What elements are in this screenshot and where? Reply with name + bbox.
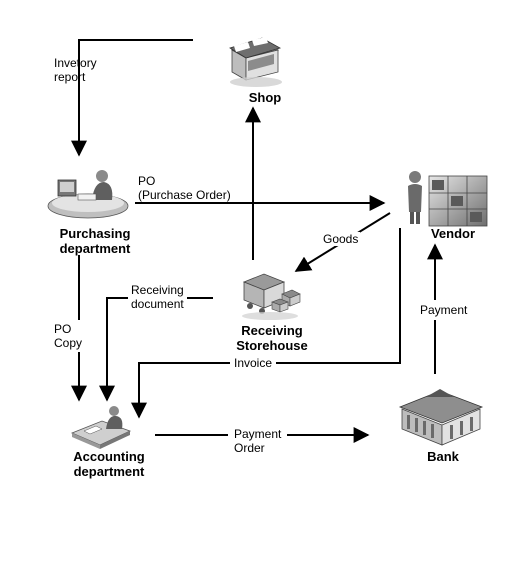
edge-label-po-copy: PO Copy — [54, 320, 83, 352]
edge-receiving-document — [99, 297, 213, 402]
edge-label-receiving-document-line2: document — [131, 297, 184, 311]
edge-label-goods: Goods — [321, 232, 361, 246]
node-label-vendor: Vendor — [430, 226, 476, 241]
node-label-purchasing: Purchasing department — [40, 226, 150, 256]
node-label-accounting-line1: Accounting — [73, 449, 145, 464]
purchasing-clerk-icon — [47, 170, 129, 219]
shop-icon — [229, 37, 282, 87]
node-label-purchasing-line1: Purchasing — [59, 226, 131, 241]
edge-label-payment-order: Payment Order — [228, 427, 288, 455]
edge-label-inventory-report-line1: Invetory — [54, 56, 97, 70]
node-label-purchasing-line2: department — [59, 241, 131, 256]
edge-label-receiving-document-line1: Receiving — [131, 283, 184, 297]
edge-inventory-report — [71, 39, 193, 157]
edge-label-po-line1: PO — [138, 174, 156, 188]
edge-label-inventory-report: Invetory report — [54, 56, 97, 84]
edge-label-payment-order-line1: Payment — [234, 427, 282, 441]
bank-building-icon — [398, 389, 484, 446]
node-label-shop: Shop — [248, 90, 282, 105]
edge-label-invoice: Invoice — [230, 356, 277, 370]
node-label-storehouse-line2: Storehouse — [236, 338, 308, 353]
node-label-bank: Bank — [427, 449, 459, 464]
edge-label-po-copy-line1: PO — [54, 322, 72, 336]
node-label-storehouse: Receiving Storehouse — [222, 323, 322, 353]
node-label-storehouse-line1: Receiving — [241, 323, 303, 338]
edge-label-po-line2: (Purchase Order) — [138, 188, 231, 202]
accounting-clerk-icon — [70, 406, 132, 449]
edge-label-payment-order-line2: Order — [234, 441, 265, 455]
edge-label-inventory-report-line2: report — [54, 70, 86, 84]
edge-label-po-copy-line2: Copy — [54, 336, 83, 350]
vendor-warehouse-icon — [408, 171, 488, 227]
node-label-accounting-line2: department — [73, 464, 145, 479]
edge-label-payment: Payment — [418, 300, 470, 320]
storehouse-boxes-icon — [242, 273, 301, 320]
node-label-accounting: Accounting department — [54, 449, 164, 479]
edge-label-receiving-document: Receiving document — [128, 283, 187, 311]
edge-label-po: PO (Purchase Order) — [138, 174, 231, 202]
